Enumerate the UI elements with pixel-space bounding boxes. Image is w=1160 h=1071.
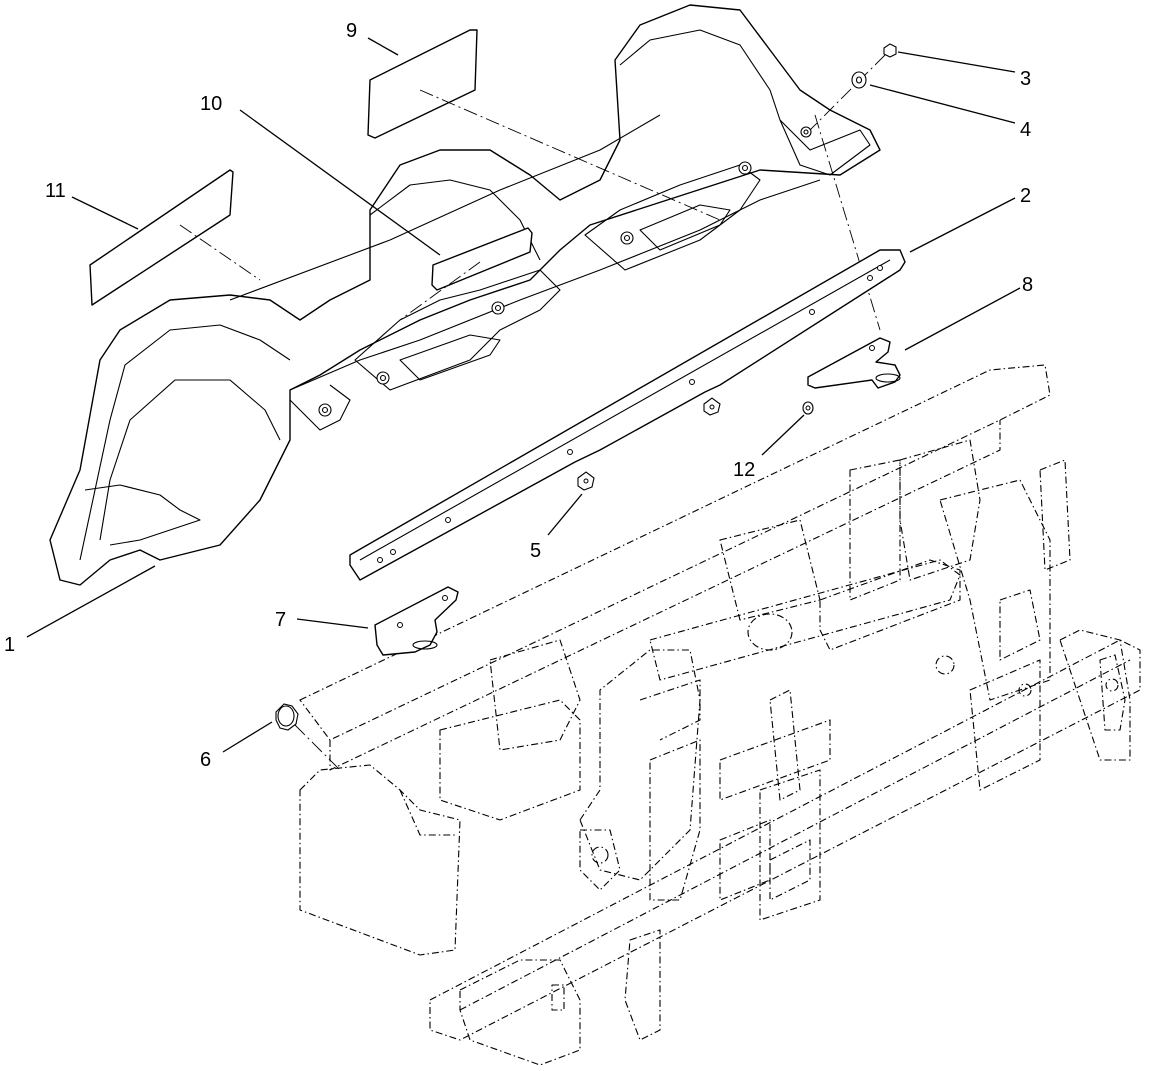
- callout-3: 3: [1020, 68, 1031, 90]
- decal-part-10: [431, 227, 533, 291]
- callout-5: 5: [530, 540, 541, 562]
- bracket-part-8: [807, 337, 901, 389]
- callout-11: 11: [45, 180, 66, 202]
- alignment-line-11: [179, 224, 261, 281]
- phantom-frame-assembly: [299, 364, 1141, 1066]
- decal-part-11: [89, 169, 234, 306]
- alignment-line-10: [399, 261, 481, 321]
- callout-7: 7: [275, 609, 286, 631]
- callout-12: 12: [733, 459, 755, 481]
- alignment-line-9: [419, 89, 721, 221]
- alignment-line-3-4: [809, 54, 886, 331]
- callout-8: 8: [1022, 274, 1033, 296]
- callout-leaders: [26, 37, 1021, 753]
- callout-10: 10: [200, 93, 222, 115]
- clip-nut-part-5: [577, 397, 721, 491]
- callout-9: 9: [346, 20, 357, 42]
- washer-part-4: [851, 71, 867, 89]
- knob-part-6: [275, 703, 299, 731]
- callout-labels: 1 2 3 4 5 6 7 8 9 10 11 12: [4, 20, 1033, 771]
- main-shield-part-1: [49, 4, 881, 586]
- callout-1: 1: [4, 634, 15, 656]
- callout-4: 4: [1020, 119, 1031, 141]
- mounting-rail-part-2: [349, 249, 906, 581]
- nut-part-12: [802, 401, 814, 415]
- bracket-part-7: [374, 586, 459, 656]
- callout-6: 6: [200, 749, 211, 771]
- decal-part-9: [367, 29, 478, 139]
- alignment-line-6: [294, 724, 341, 771]
- bolt-part-3: [883, 43, 897, 58]
- callout-2: 2: [1020, 185, 1031, 207]
